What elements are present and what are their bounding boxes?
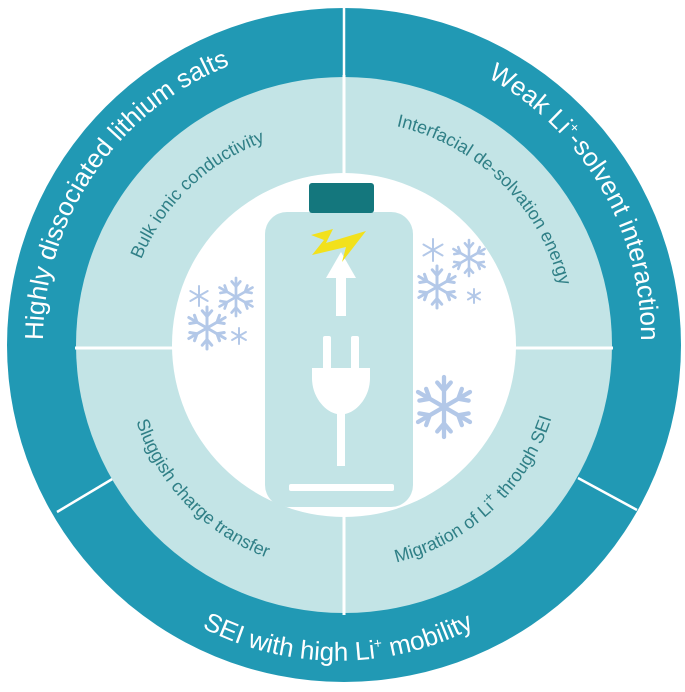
snowflake-icon	[189, 285, 209, 307]
snowflake-icon	[231, 327, 247, 345]
snowflake-group	[187, 238, 486, 440]
lightning-bolt-icon	[311, 229, 366, 262]
snowflake-icon	[187, 305, 227, 351]
snowflake-icon	[422, 238, 444, 262]
battery-charging-plug-icon	[265, 183, 413, 507]
snowflake-icon	[417, 264, 457, 310]
outer-ring-dividers	[56, 8, 638, 514]
snowflake-icon	[218, 276, 254, 318]
plug-icon	[312, 336, 370, 466]
snowflake-icon	[415, 374, 473, 440]
arrow-up-icon	[326, 252, 356, 316]
snowflake-icon	[452, 238, 486, 278]
battery-body	[265, 212, 413, 507]
battery-base-line	[289, 484, 394, 491]
battery-cap	[309, 183, 374, 213]
snowflake-icon	[466, 288, 482, 304]
